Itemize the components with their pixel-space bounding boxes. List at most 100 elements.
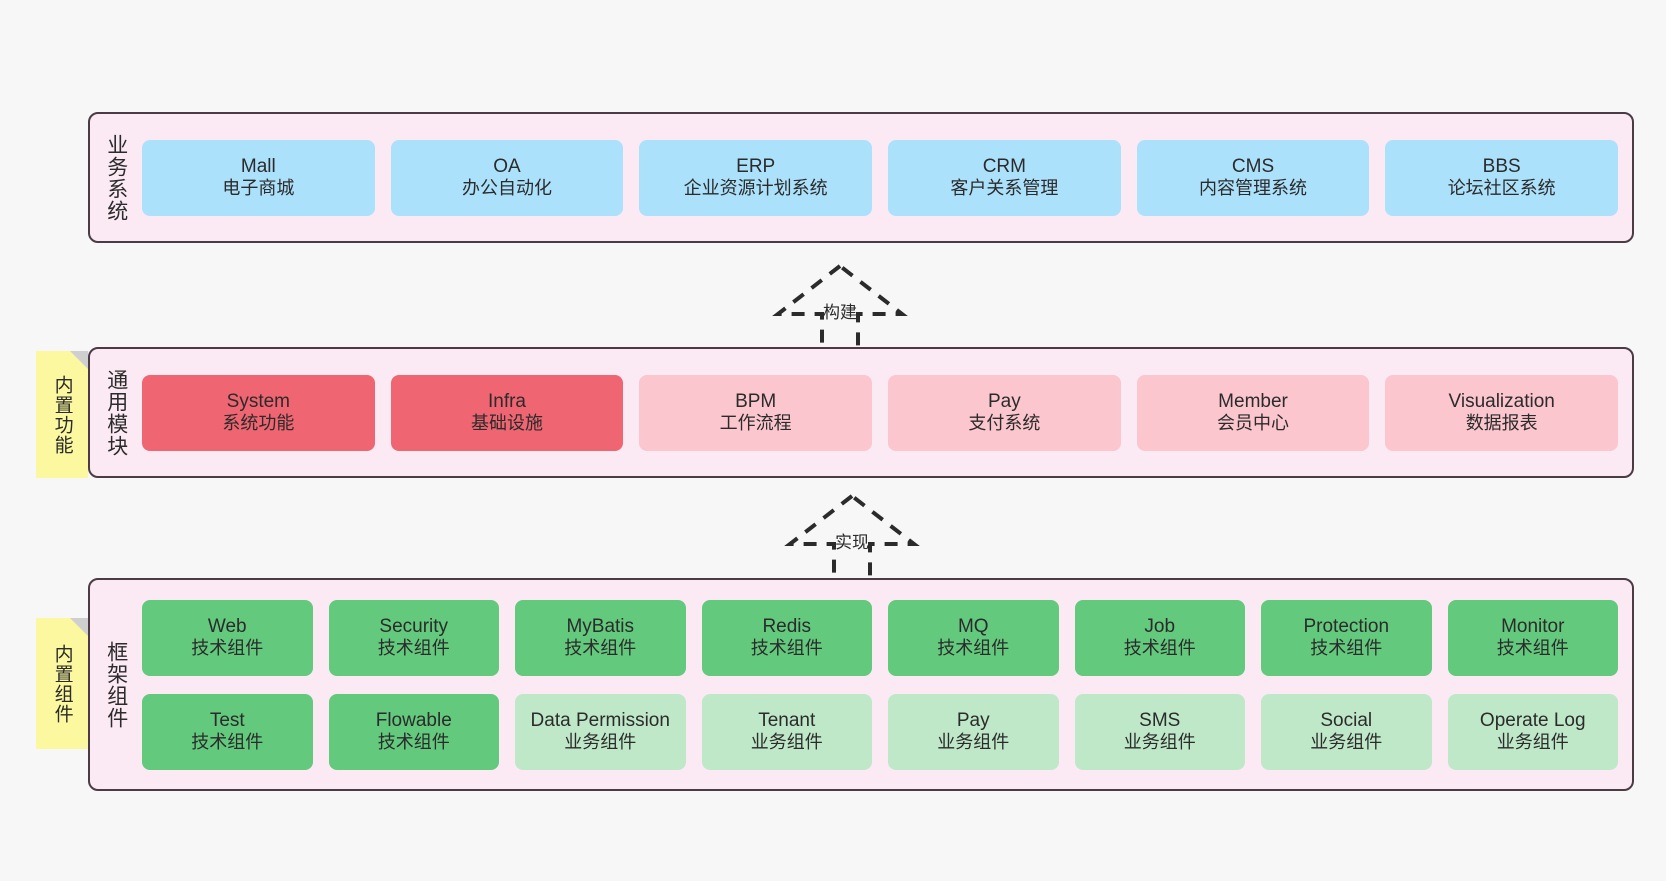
arrow-build-label: 构建 xyxy=(823,303,857,322)
module-card-subtitle: 技术组件 xyxy=(377,638,450,659)
module-card-title: MQ xyxy=(957,615,989,637)
note-builtin-functions-label: 内置功能 xyxy=(51,374,73,455)
module-card-title: Protection xyxy=(1303,615,1390,637)
module-card-subtitle: 业务组件 xyxy=(1123,732,1196,753)
module-card-subtitle: 业务组件 xyxy=(1496,732,1569,753)
module-card-subtitle: 电子商城 xyxy=(222,178,295,199)
module-card-title: OA xyxy=(493,155,521,177)
module-card-subtitle: 会员中心 xyxy=(1217,413,1290,434)
module-card-title: BPM xyxy=(735,390,777,412)
module-card-title: Operate Log xyxy=(1479,709,1586,731)
module-card-subtitle: 业务组件 xyxy=(1310,732,1383,753)
module-card-subtitle: 技术组件 xyxy=(191,638,264,659)
module-card-subtitle: 数据报表 xyxy=(1465,413,1538,434)
module-card-title: Monitor xyxy=(1501,615,1565,637)
module-card-title: Social xyxy=(1320,709,1373,731)
module-card-title: Redis xyxy=(762,615,812,637)
module-card-subtitle: 技术组件 xyxy=(1123,638,1196,659)
module-card-title: Job xyxy=(1144,615,1176,637)
layer-title-business-systems: 业务系统 xyxy=(104,133,128,222)
module-card-title: BBS xyxy=(1482,155,1521,177)
module-card-title: Data Permission xyxy=(530,709,670,731)
module-card-subtitle: 论坛社区系统 xyxy=(1447,178,1556,199)
layer-title-framework-components: 框架组件 xyxy=(104,640,128,729)
module-card-title: CMS xyxy=(1231,155,1275,177)
layer-title-common-modules: 通用模块 xyxy=(104,368,128,457)
module-card-title: Pay xyxy=(987,390,1021,412)
module-card-title: SMS xyxy=(1139,709,1181,731)
module-card-subtitle: 技术组件 xyxy=(377,732,450,753)
arrow-implement-label: 实现 xyxy=(835,533,869,552)
module-card-subtitle: 技术组件 xyxy=(191,732,264,753)
module-card-subtitle: 系统功能 xyxy=(222,413,295,434)
module-card-title: Pay xyxy=(956,709,990,731)
module-card-title: System xyxy=(226,390,291,412)
module-card-title: Visualization xyxy=(1448,390,1555,412)
module-card-title: Test xyxy=(209,709,245,731)
module-card-subtitle: 业务组件 xyxy=(564,732,637,753)
note-builtin-components-label: 内置组件 xyxy=(51,643,73,724)
module-card-subtitle: 企业资源计划系统 xyxy=(683,178,828,199)
module-card-subtitle: 业务组件 xyxy=(750,732,823,753)
module-card-title: Web xyxy=(207,615,247,637)
module-card-subtitle: 技术组件 xyxy=(937,638,1010,659)
module-card-subtitle: 基础设施 xyxy=(471,413,543,434)
module-card-subtitle: 支付系统 xyxy=(968,413,1041,434)
module-card-title: ERP xyxy=(736,155,776,177)
arrow-build: 构建 xyxy=(760,262,920,358)
arrow-implement: 实现 xyxy=(772,492,932,588)
module-card-title: Member xyxy=(1218,390,1288,412)
module-card-subtitle: 办公自动化 xyxy=(462,178,552,199)
note-builtin-components: 内置组件 xyxy=(36,618,88,749)
module-card-title: Security xyxy=(379,615,449,637)
module-card-subtitle: 业务组件 xyxy=(937,732,1010,753)
module-card-title: Infra xyxy=(487,390,527,412)
module-card-subtitle: 工作流程 xyxy=(719,413,792,434)
module-card-title: MyBatis xyxy=(566,615,635,637)
module-card-subtitle: 内容管理系统 xyxy=(1199,178,1308,199)
module-card-title: CRM xyxy=(982,155,1026,177)
module-card-title: Mall xyxy=(240,155,276,177)
module-card-subtitle: 技术组件 xyxy=(564,638,637,659)
module-card-title: Flowable xyxy=(375,709,452,731)
